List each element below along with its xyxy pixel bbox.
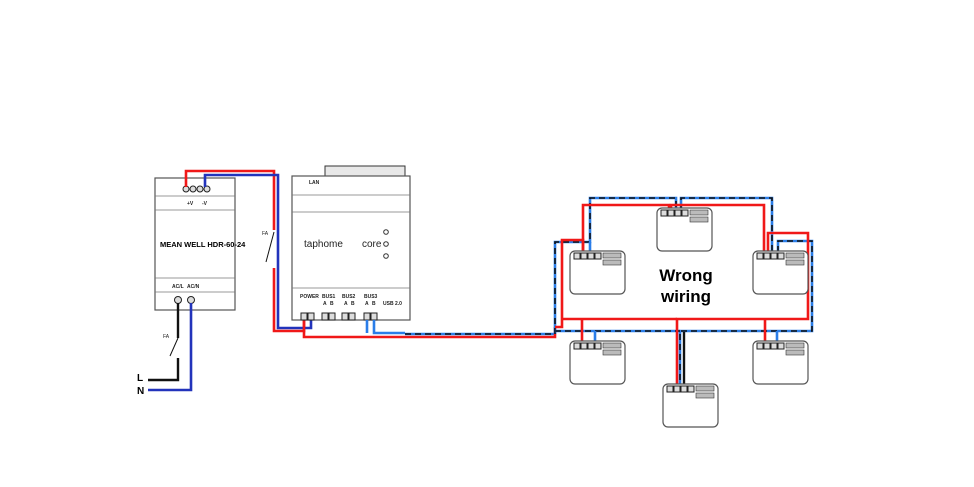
module (656, 207, 713, 252)
bus-line (365, 320, 557, 339)
usb-label: USB 2.0 (383, 301, 402, 307)
neutral-label: N (137, 386, 144, 397)
warning-line1: Wrong (659, 266, 713, 285)
bus2-label: BUS2 (342, 294, 356, 300)
bottom-terminals (300, 312, 378, 321)
plus-v-label: +V (187, 201, 194, 207)
led-icon (383, 253, 389, 259)
module (662, 383, 719, 428)
module (569, 340, 626, 385)
ac-l-label: AC/L (172, 284, 184, 290)
breaker-switch-icon (169, 337, 179, 357)
minus-v-label: -V (202, 201, 208, 207)
terminal-minus (196, 185, 204, 193)
breaker-label: FA (163, 334, 170, 340)
b-label: B (351, 301, 355, 307)
switch-label: FA (262, 231, 269, 237)
power-supply: +V -V MEAN WELL HDR-60-24 AC/L AC/N (154, 177, 246, 311)
b-label: B (372, 301, 376, 307)
ac-n-label: AC/N (187, 284, 200, 290)
module (569, 250, 626, 295)
led-icon (383, 241, 389, 247)
brand-logo: taphome (304, 239, 343, 250)
b-label: B (330, 301, 334, 307)
led-icon (383, 229, 389, 235)
terminal-ac-l (174, 296, 182, 304)
psu-model-label: MEAN WELL HDR-60-24 (160, 240, 246, 249)
wrong-loop-wiring (553, 196, 814, 386)
terminal-plus (189, 185, 197, 193)
bus3-label: BUS3 (364, 294, 378, 300)
module (752, 250, 809, 295)
line-label: L (137, 373, 143, 384)
product-label: core (362, 239, 382, 250)
power-label: POWER (300, 294, 319, 300)
top-connector (324, 165, 406, 177)
terminal-ac-n (187, 296, 195, 304)
mains-wiring: FA L N (137, 303, 193, 397)
taphome-core: LAN taphome core POWER BUS1 BUS2 BUS3 US… (291, 165, 411, 321)
switch-icon (265, 231, 275, 263)
a-label: A (323, 301, 327, 307)
a-label: A (344, 301, 348, 307)
a-label: A (365, 301, 369, 307)
dc-wiring: FA (184, 169, 405, 339)
terminal-minus (203, 185, 211, 193)
bus1-label: BUS1 (322, 294, 336, 300)
lan-label: LAN (309, 180, 320, 186)
warning-line2: wiring (660, 287, 711, 306)
module (752, 340, 809, 385)
